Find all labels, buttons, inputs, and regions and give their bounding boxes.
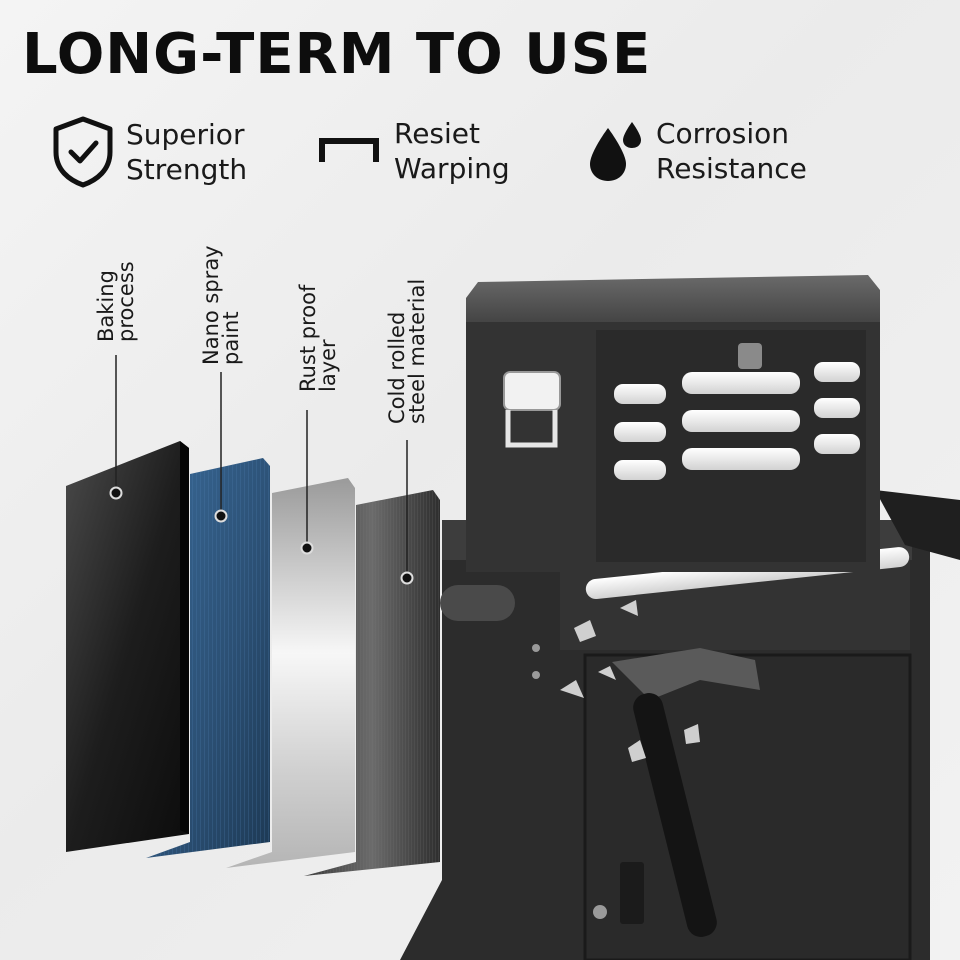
feature-line-1: Corrosion (656, 117, 789, 150)
layer-panels (66, 441, 440, 876)
layer-label-baking: Baking process (94, 261, 138, 342)
chest-side-handle (503, 371, 561, 448)
layer-dot (300, 541, 314, 555)
layer-label-rust-proof: Rust proof layer (296, 284, 340, 392)
layer-label-line-2: paint (219, 311, 243, 365)
chest-lock (738, 343, 762, 369)
layer-label-line-1: Cold rolled (385, 311, 409, 424)
layer-label-cold-rolled: Cold rolled steel material (385, 278, 429, 424)
layer-panel-black (66, 441, 189, 852)
shield-check-icon (53, 116, 113, 188)
door-latch (620, 862, 644, 924)
door-lock (593, 905, 607, 919)
impact-debris (560, 600, 700, 762)
layer-panel-steel (304, 490, 440, 876)
layer-label-line-2: process (114, 261, 138, 342)
tool-chest (400, 275, 960, 960)
layer-panel-blue (146, 458, 270, 858)
layer-label-line-2: steel material (405, 278, 429, 424)
side-bar (440, 585, 515, 621)
layer-label-line-1: Nano spray (199, 245, 223, 365)
water-drops-icon (590, 122, 641, 181)
bracket-icon (319, 138, 379, 162)
layer-label-line-2: layer (316, 339, 340, 392)
layer-label-line-1: Rust proof (296, 284, 320, 392)
feature-line-2: Resistance (656, 152, 807, 185)
layer-dot (109, 486, 123, 500)
layer-label-line-1: Baking (94, 270, 118, 342)
headline: LONG-TERM TO USE (22, 22, 652, 87)
layer-leaders (115, 355, 408, 578)
layer-dot (214, 509, 228, 523)
feature-resist-warping: Resiet Warping (318, 116, 510, 186)
layer-panel-silver (226, 478, 355, 868)
feature-line-1: Superior (126, 118, 245, 151)
hammer (612, 648, 760, 937)
layer-label-nano-spray: Nano spray paint (199, 245, 243, 365)
feature-line-2: Strength (126, 153, 248, 186)
feature-superior-strength: Superior Strength (52, 116, 247, 188)
layer-dot (400, 571, 414, 585)
feature-corrosion-resistance: Corrosion Resistance (586, 116, 807, 186)
feature-line-1: Resiet (394, 117, 480, 150)
chest-drawer-handles (614, 362, 860, 480)
feature-line-2: Warping (394, 152, 510, 185)
chest-lid (466, 275, 880, 335)
